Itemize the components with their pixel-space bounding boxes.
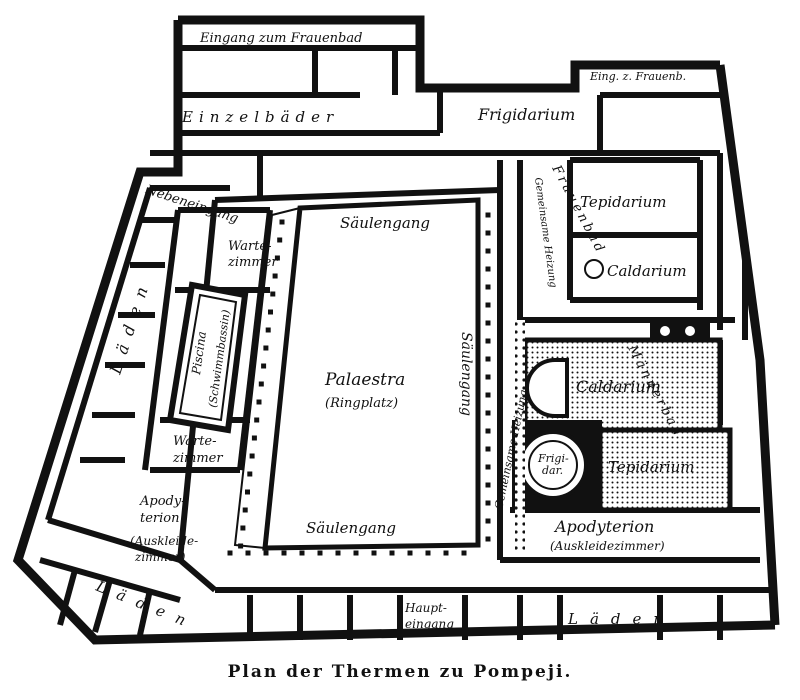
column [485, 536, 491, 542]
bath-plan: Eingang zum Frauenbad Einzelbäder Eing. … [12, 15, 780, 645]
column [279, 219, 285, 225]
label-piscina: Piscina [189, 330, 209, 376]
palaestra-court [233, 197, 481, 551]
column [485, 482, 491, 488]
label-apodyterion-left-1: Apody- [139, 494, 186, 509]
label-ringplatz: (Ringplatz) [325, 396, 398, 411]
label-frigidarium: Frigidarium [477, 105, 575, 124]
colonnade-columns [227, 212, 491, 556]
column [272, 273, 278, 279]
column [485, 302, 491, 308]
label-saeulengang-bottom: Säulengang [306, 519, 396, 537]
column [485, 428, 491, 434]
label-eing-frauenb: Eing. z. Frauenb. [589, 70, 686, 83]
column [485, 284, 491, 290]
plan-caption: Plan der Thermen zu Pompeji. [227, 662, 573, 682]
column [247, 471, 253, 477]
column [389, 550, 395, 556]
column [485, 356, 491, 362]
label-tepidarium-top: Tepidarium [580, 193, 667, 211]
column [461, 550, 467, 556]
column [238, 543, 244, 549]
label-haupteingang-2: eingang [405, 617, 454, 631]
column [485, 230, 491, 236]
label-warte-zimmer-top-2: zimmer [227, 255, 278, 270]
column [299, 550, 305, 556]
column [265, 327, 271, 333]
column [277, 237, 283, 243]
label-einzelbaeder: Einzelbäder [181, 108, 339, 126]
label-warte-zimmer-bot-2: zimmer [172, 451, 223, 466]
column [485, 518, 491, 524]
column [249, 453, 255, 459]
column [268, 309, 273, 315]
column [242, 507, 248, 513]
column [256, 399, 262, 405]
column [258, 381, 264, 387]
column [245, 489, 250, 495]
column [317, 550, 323, 556]
label-frigidar-2: dar. [542, 464, 563, 477]
column [485, 248, 491, 254]
column [281, 550, 287, 556]
label-caldarium-top: Caldarium [607, 262, 687, 280]
column [485, 464, 491, 470]
column [443, 550, 449, 556]
column [254, 417, 260, 423]
label-eingang-frauenbad: Eingang zum Frauenbad [199, 31, 362, 46]
label-warte-zimmer-bot-1: Warte- [173, 434, 217, 449]
column [263, 345, 269, 351]
label-apodyterion-left-4: zimmer) [134, 550, 186, 564]
column [353, 550, 359, 556]
column [425, 550, 431, 556]
column [485, 338, 491, 344]
column [274, 255, 280, 261]
label-apodyterion-left-2: terion [140, 511, 180, 526]
label-auskleidezimmer-right: (Auskleidezimmer) [550, 539, 665, 553]
label-saeulengang-top: Säulengang [340, 214, 430, 232]
label-laeden-bottom-right: Läden [567, 610, 675, 628]
column [485, 410, 491, 416]
label-laeden-bottom-left: Läden [93, 577, 200, 634]
column [227, 550, 233, 556]
column [263, 550, 269, 556]
label-haupteingang-1: Haupt- [404, 601, 447, 615]
column [270, 291, 276, 297]
piscina [166, 281, 249, 434]
label-tepidarium-bot: Tepidarium [608, 458, 695, 476]
column [485, 212, 491, 218]
label-apodyterion-left-3: (Auskleide- [130, 534, 198, 548]
column [485, 374, 491, 380]
column [335, 550, 341, 556]
column [485, 392, 491, 398]
column [485, 266, 491, 272]
column [407, 550, 413, 556]
column [485, 320, 491, 326]
column [371, 550, 377, 556]
label-gemeinsame-heizung-top: Gemeinsame Heizung [532, 177, 558, 288]
column [251, 435, 257, 441]
column [245, 550, 251, 556]
column [261, 363, 267, 369]
outer-walls [12, 15, 780, 645]
column [240, 525, 246, 531]
column [485, 500, 491, 506]
label-palaestra: Palaestra [324, 370, 405, 390]
label-warte-zimmer-top-1: Warte- [228, 239, 272, 254]
label-saeulengang-right: Säulengang [458, 332, 474, 416]
label-laeden-left: Läden [105, 275, 154, 377]
column [485, 446, 491, 452]
heated-rooms [512, 259, 733, 550]
label-caldarium-mid: Caldarium [576, 377, 661, 396]
label-frigidar: Frigi- [537, 452, 569, 465]
label-apodyterion-right: Apodyterion [553, 517, 654, 536]
